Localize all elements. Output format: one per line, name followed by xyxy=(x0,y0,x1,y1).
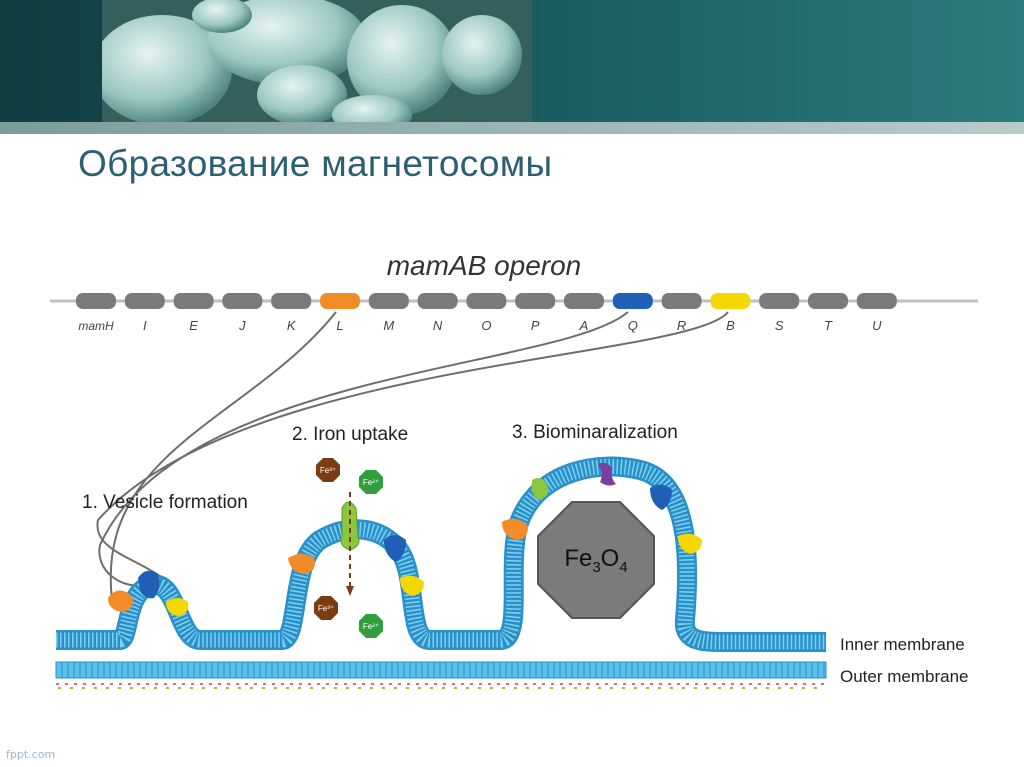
protein-green-v3 xyxy=(531,478,549,500)
gene-q xyxy=(612,293,653,309)
magnetite-crystal xyxy=(537,501,655,619)
gene-mamh xyxy=(76,293,116,309)
connector-L xyxy=(109,311,337,601)
gene-u xyxy=(856,293,897,309)
svg-text:Fe³⁺: Fe³⁺ xyxy=(320,466,336,475)
operon-title: mamAB operon xyxy=(387,250,582,281)
gene-b xyxy=(710,293,751,309)
connector-B xyxy=(96,311,729,606)
protein-green-channel xyxy=(340,501,360,551)
gene-s xyxy=(759,293,800,309)
gene-label-m: M xyxy=(383,318,394,333)
protein-orange-v2 xyxy=(288,554,315,574)
protein-yellow-v3 xyxy=(678,533,702,554)
fe3-ion-bottom: Fe³⁺ xyxy=(314,596,338,620)
header-divider xyxy=(0,122,1024,134)
gene-n xyxy=(417,293,458,309)
gene-label-a: A xyxy=(579,318,589,333)
vesicle1-proteins xyxy=(108,570,189,616)
protein-blue-v2 xyxy=(384,535,406,562)
vesicle2-proteins xyxy=(288,501,424,596)
svg-text:Fe³⁺: Fe³⁺ xyxy=(318,604,334,613)
outer-membrane xyxy=(55,661,827,679)
gene-label-s: S xyxy=(775,318,784,333)
outer-membrane-label: Outer membrane xyxy=(840,667,969,686)
gene-e xyxy=(173,293,214,309)
gene-label-j: J xyxy=(238,318,246,333)
protein-blue-v3 xyxy=(650,484,672,510)
gene-label-n: N xyxy=(433,318,443,333)
protein-L-orange xyxy=(108,590,133,612)
gene-group: mamH I E J K L M N O P A Q R B S T U xyxy=(76,293,897,333)
gene-t xyxy=(808,293,848,309)
protein-B-yellow xyxy=(166,598,189,616)
gene-p xyxy=(515,293,556,309)
protein-yellow-v2 xyxy=(400,575,424,596)
gene-label-i: I xyxy=(143,318,147,333)
gene-label-p: P xyxy=(531,318,540,333)
gene-label-t: T xyxy=(824,318,833,333)
slide-title: Образование магнетосомы xyxy=(78,143,553,184)
gene-label-b: B xyxy=(726,318,735,333)
gene-o xyxy=(466,293,507,309)
fe2-ion-bottom: Fe²⁺ xyxy=(359,614,383,638)
gene-r xyxy=(661,293,702,309)
gene-label-k: K xyxy=(287,318,297,333)
gene-m xyxy=(368,293,409,309)
gene-a xyxy=(564,293,604,309)
gene-connectors xyxy=(96,311,729,606)
protein-orange-v3 xyxy=(502,518,528,540)
protein-purple-v3 xyxy=(598,462,616,486)
gene-l xyxy=(320,293,360,309)
gene-label-u: U xyxy=(872,318,882,333)
svg-text:Fe²⁺: Fe²⁺ xyxy=(363,478,379,487)
vesicle3-proteins xyxy=(502,462,702,554)
fe3-ion-top: Fe³⁺ xyxy=(316,458,340,482)
gene-label-l: L xyxy=(336,318,343,333)
gene-i xyxy=(124,293,165,309)
gene-j xyxy=(222,293,263,309)
crystal-label: Fe3O4 xyxy=(564,545,627,576)
iron-ions: Fe³⁺ Fe²⁺ Fe³⁺ Fe²⁺ xyxy=(314,458,383,638)
protein-Q-blue xyxy=(138,570,160,599)
fe2-ion-top: Fe²⁺ xyxy=(359,470,383,494)
step-iron-uptake: 2. Iron uptake xyxy=(292,424,408,445)
inner-membrane-label: Inner membrane xyxy=(840,635,965,654)
svg-text:Fe²⁺: Fe²⁺ xyxy=(363,622,379,631)
gene-label-r: R xyxy=(677,318,686,333)
gene-label-o: O xyxy=(481,318,491,333)
step-biomineralization: 3. Biominaralization xyxy=(512,422,678,443)
footer-credit: fppt.com xyxy=(6,748,56,761)
bacteria-micrograph-image xyxy=(102,0,532,122)
connector-Q xyxy=(98,311,629,587)
gene-label-e: E xyxy=(189,318,198,333)
step-vesicle-formation: 1. Vesicle formation xyxy=(82,492,248,513)
gene-k xyxy=(271,293,312,309)
gene-label-q: Q xyxy=(628,318,638,333)
outer-membrane-lps xyxy=(56,683,826,689)
gene-label-mamh: mamH xyxy=(78,319,114,333)
